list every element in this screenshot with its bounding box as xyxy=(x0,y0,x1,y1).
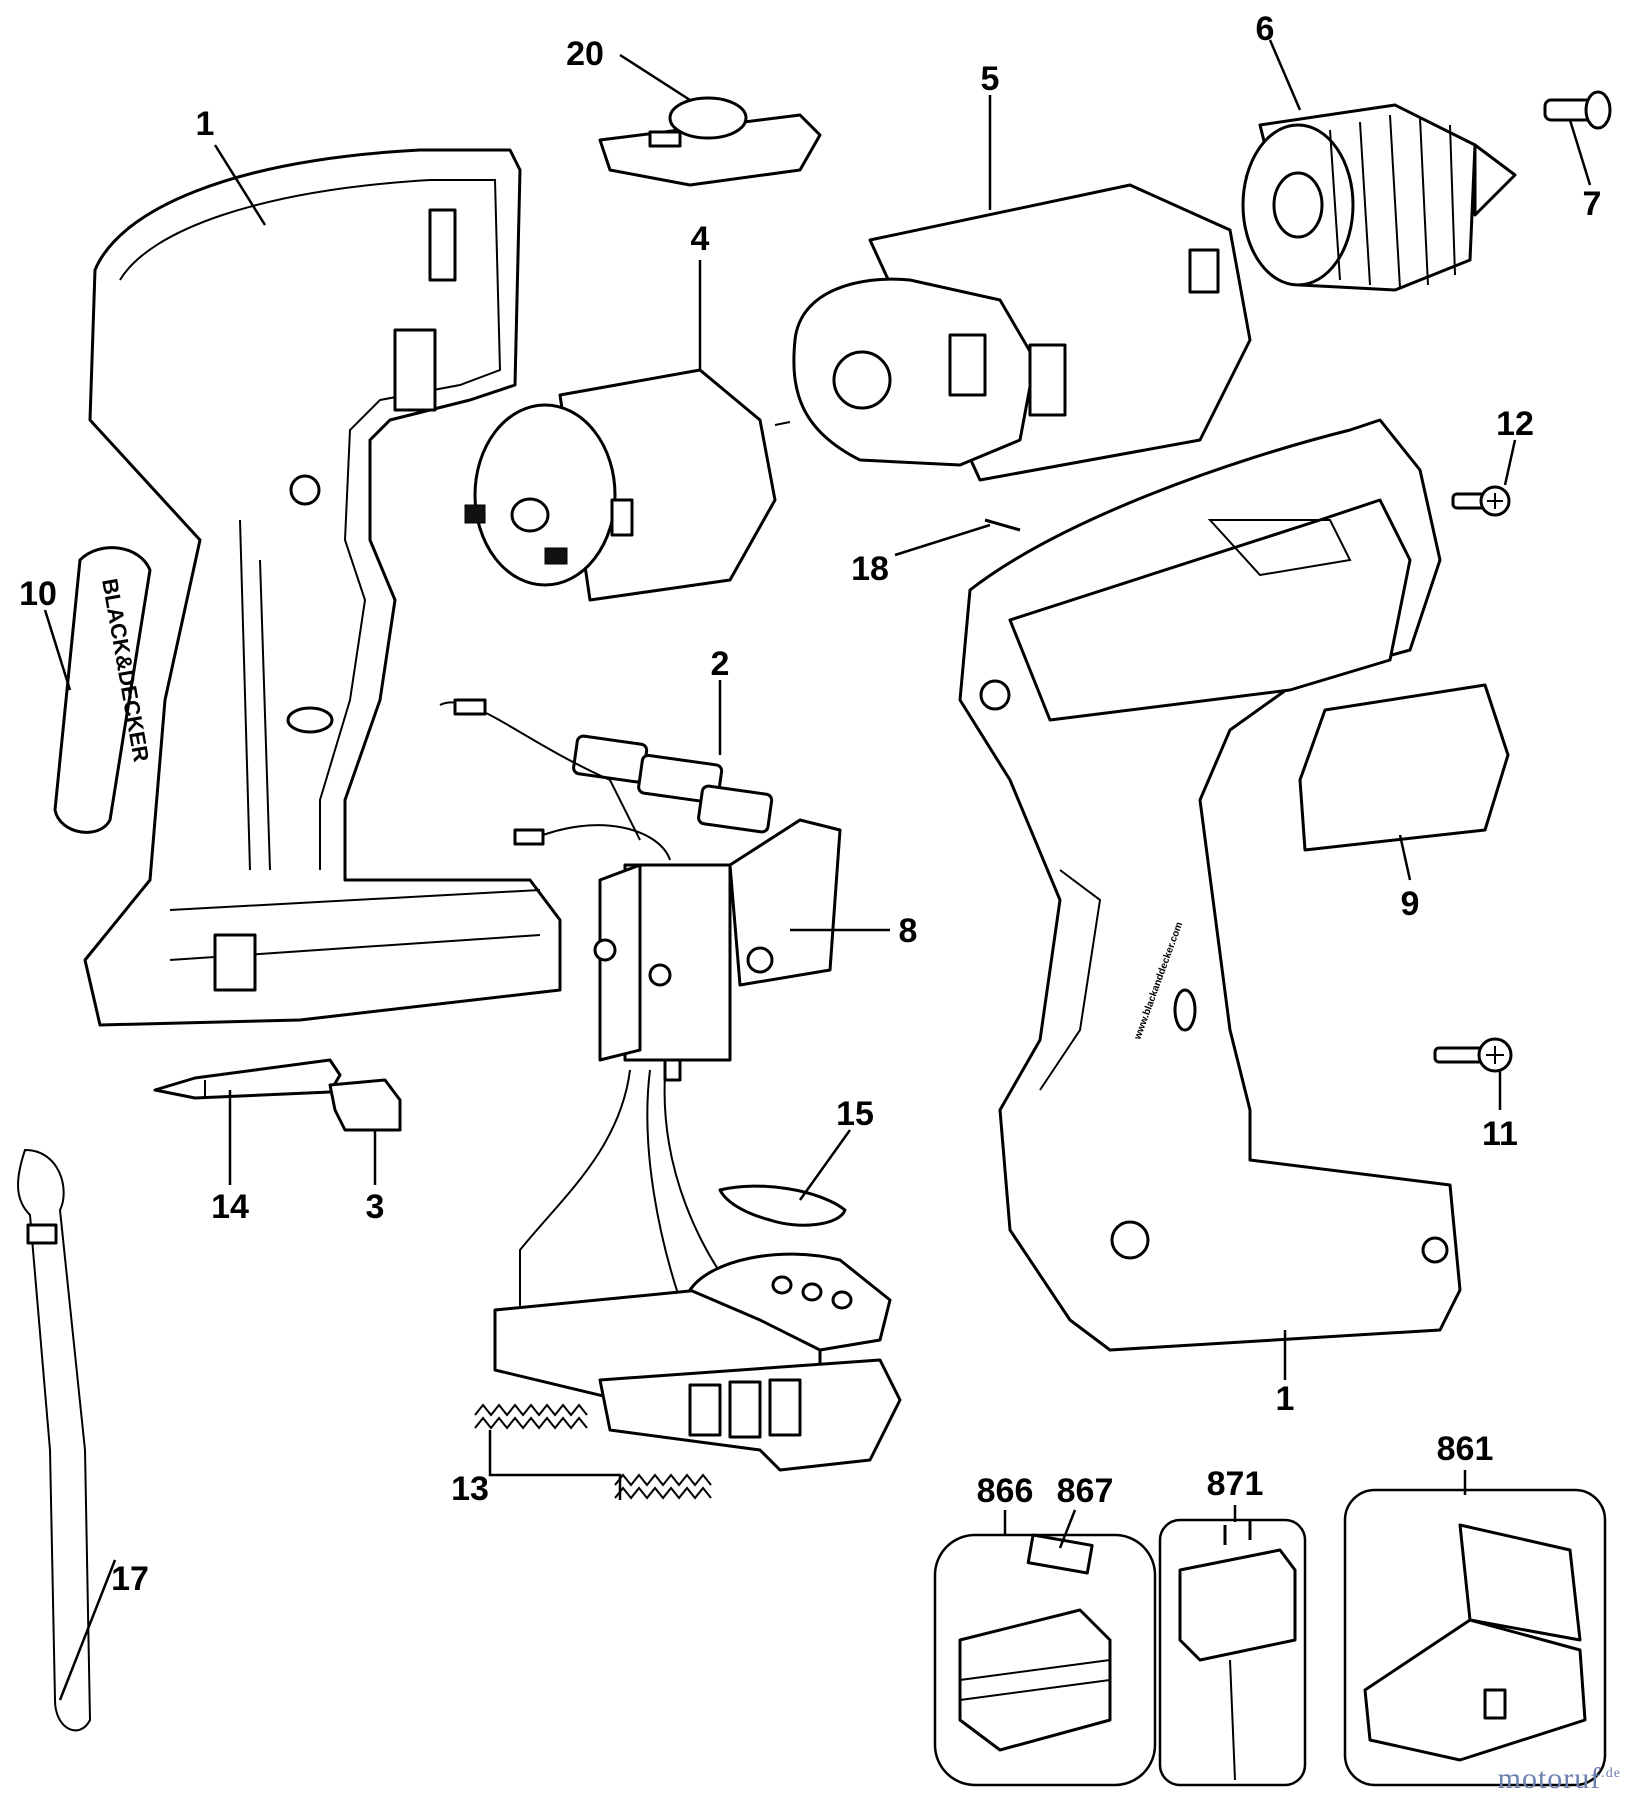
callout-3: 3 xyxy=(366,1188,385,1226)
screw-12 xyxy=(1451,485,1511,517)
callout-9: 9 xyxy=(1401,885,1420,923)
callout-14: 14 xyxy=(211,1188,249,1226)
callout-13: 13 xyxy=(451,1470,489,1508)
screw-7 xyxy=(1543,90,1612,130)
callout-866: 866 xyxy=(977,1472,1034,1510)
left-housing-half xyxy=(83,148,562,1027)
watermark-text: motoruf xyxy=(1497,1762,1602,1795)
springs-13 xyxy=(474,1403,712,1500)
gearbox-5 xyxy=(792,183,1252,482)
watermark-suffix: .de xyxy=(1601,1766,1621,1781)
callout-labels: 1 20 4 5 6 7 12 18 2 8 9 11 10 15 1 14 3… xyxy=(19,10,1601,1598)
callout-10: 10 xyxy=(19,575,57,613)
callout-6: 6 xyxy=(1256,10,1275,48)
switch-cover-20 xyxy=(598,96,822,187)
terminal-block xyxy=(493,1069,902,1472)
callout-5: 5 xyxy=(981,60,1000,98)
leader-lines xyxy=(43,39,1592,1701)
charger-box xyxy=(1158,1518,1307,1787)
pin-18 xyxy=(984,518,1021,532)
callout-17: 17 xyxy=(111,1560,149,1598)
case-box xyxy=(1343,1488,1607,1787)
callout-867: 867 xyxy=(1057,1472,1114,1510)
chuck-6 xyxy=(1241,103,1517,292)
lens-15 xyxy=(718,1184,847,1227)
wrist-strap-17 xyxy=(17,1148,92,1732)
callout-12: 12 xyxy=(1496,405,1534,443)
callout-1-right: 1 xyxy=(1276,1380,1295,1418)
callout-2: 2 xyxy=(711,645,730,683)
callout-861: 861 xyxy=(1437,1430,1494,1468)
motor-4 xyxy=(464,368,791,602)
clip-3 xyxy=(328,1078,402,1132)
screw-11 xyxy=(1433,1037,1513,1073)
callout-4: 4 xyxy=(691,220,710,258)
callout-20: 20 xyxy=(566,35,604,73)
callout-15: 15 xyxy=(836,1095,874,1133)
screwdriver-bit-14 xyxy=(153,1058,342,1100)
right-housing-half: www.blackanddecker.com xyxy=(958,418,1462,1352)
callout-8: 8 xyxy=(899,912,918,950)
contact-pads-2 xyxy=(572,734,774,834)
handle-badge-10: BLACK&DECKER xyxy=(53,546,154,834)
callout-11: 11 xyxy=(1482,1115,1518,1153)
label-plate-9 xyxy=(1298,683,1510,852)
callout-7: 7 xyxy=(1583,185,1602,223)
battery-box xyxy=(933,1533,1157,1787)
switch-trigger-8 xyxy=(439,698,842,1082)
callout-1-left: 1 xyxy=(196,105,215,143)
callout-18: 18 xyxy=(851,550,889,588)
callout-871: 871 xyxy=(1207,1465,1264,1503)
watermark-logo: motoruf.de xyxy=(1498,1762,1621,1796)
